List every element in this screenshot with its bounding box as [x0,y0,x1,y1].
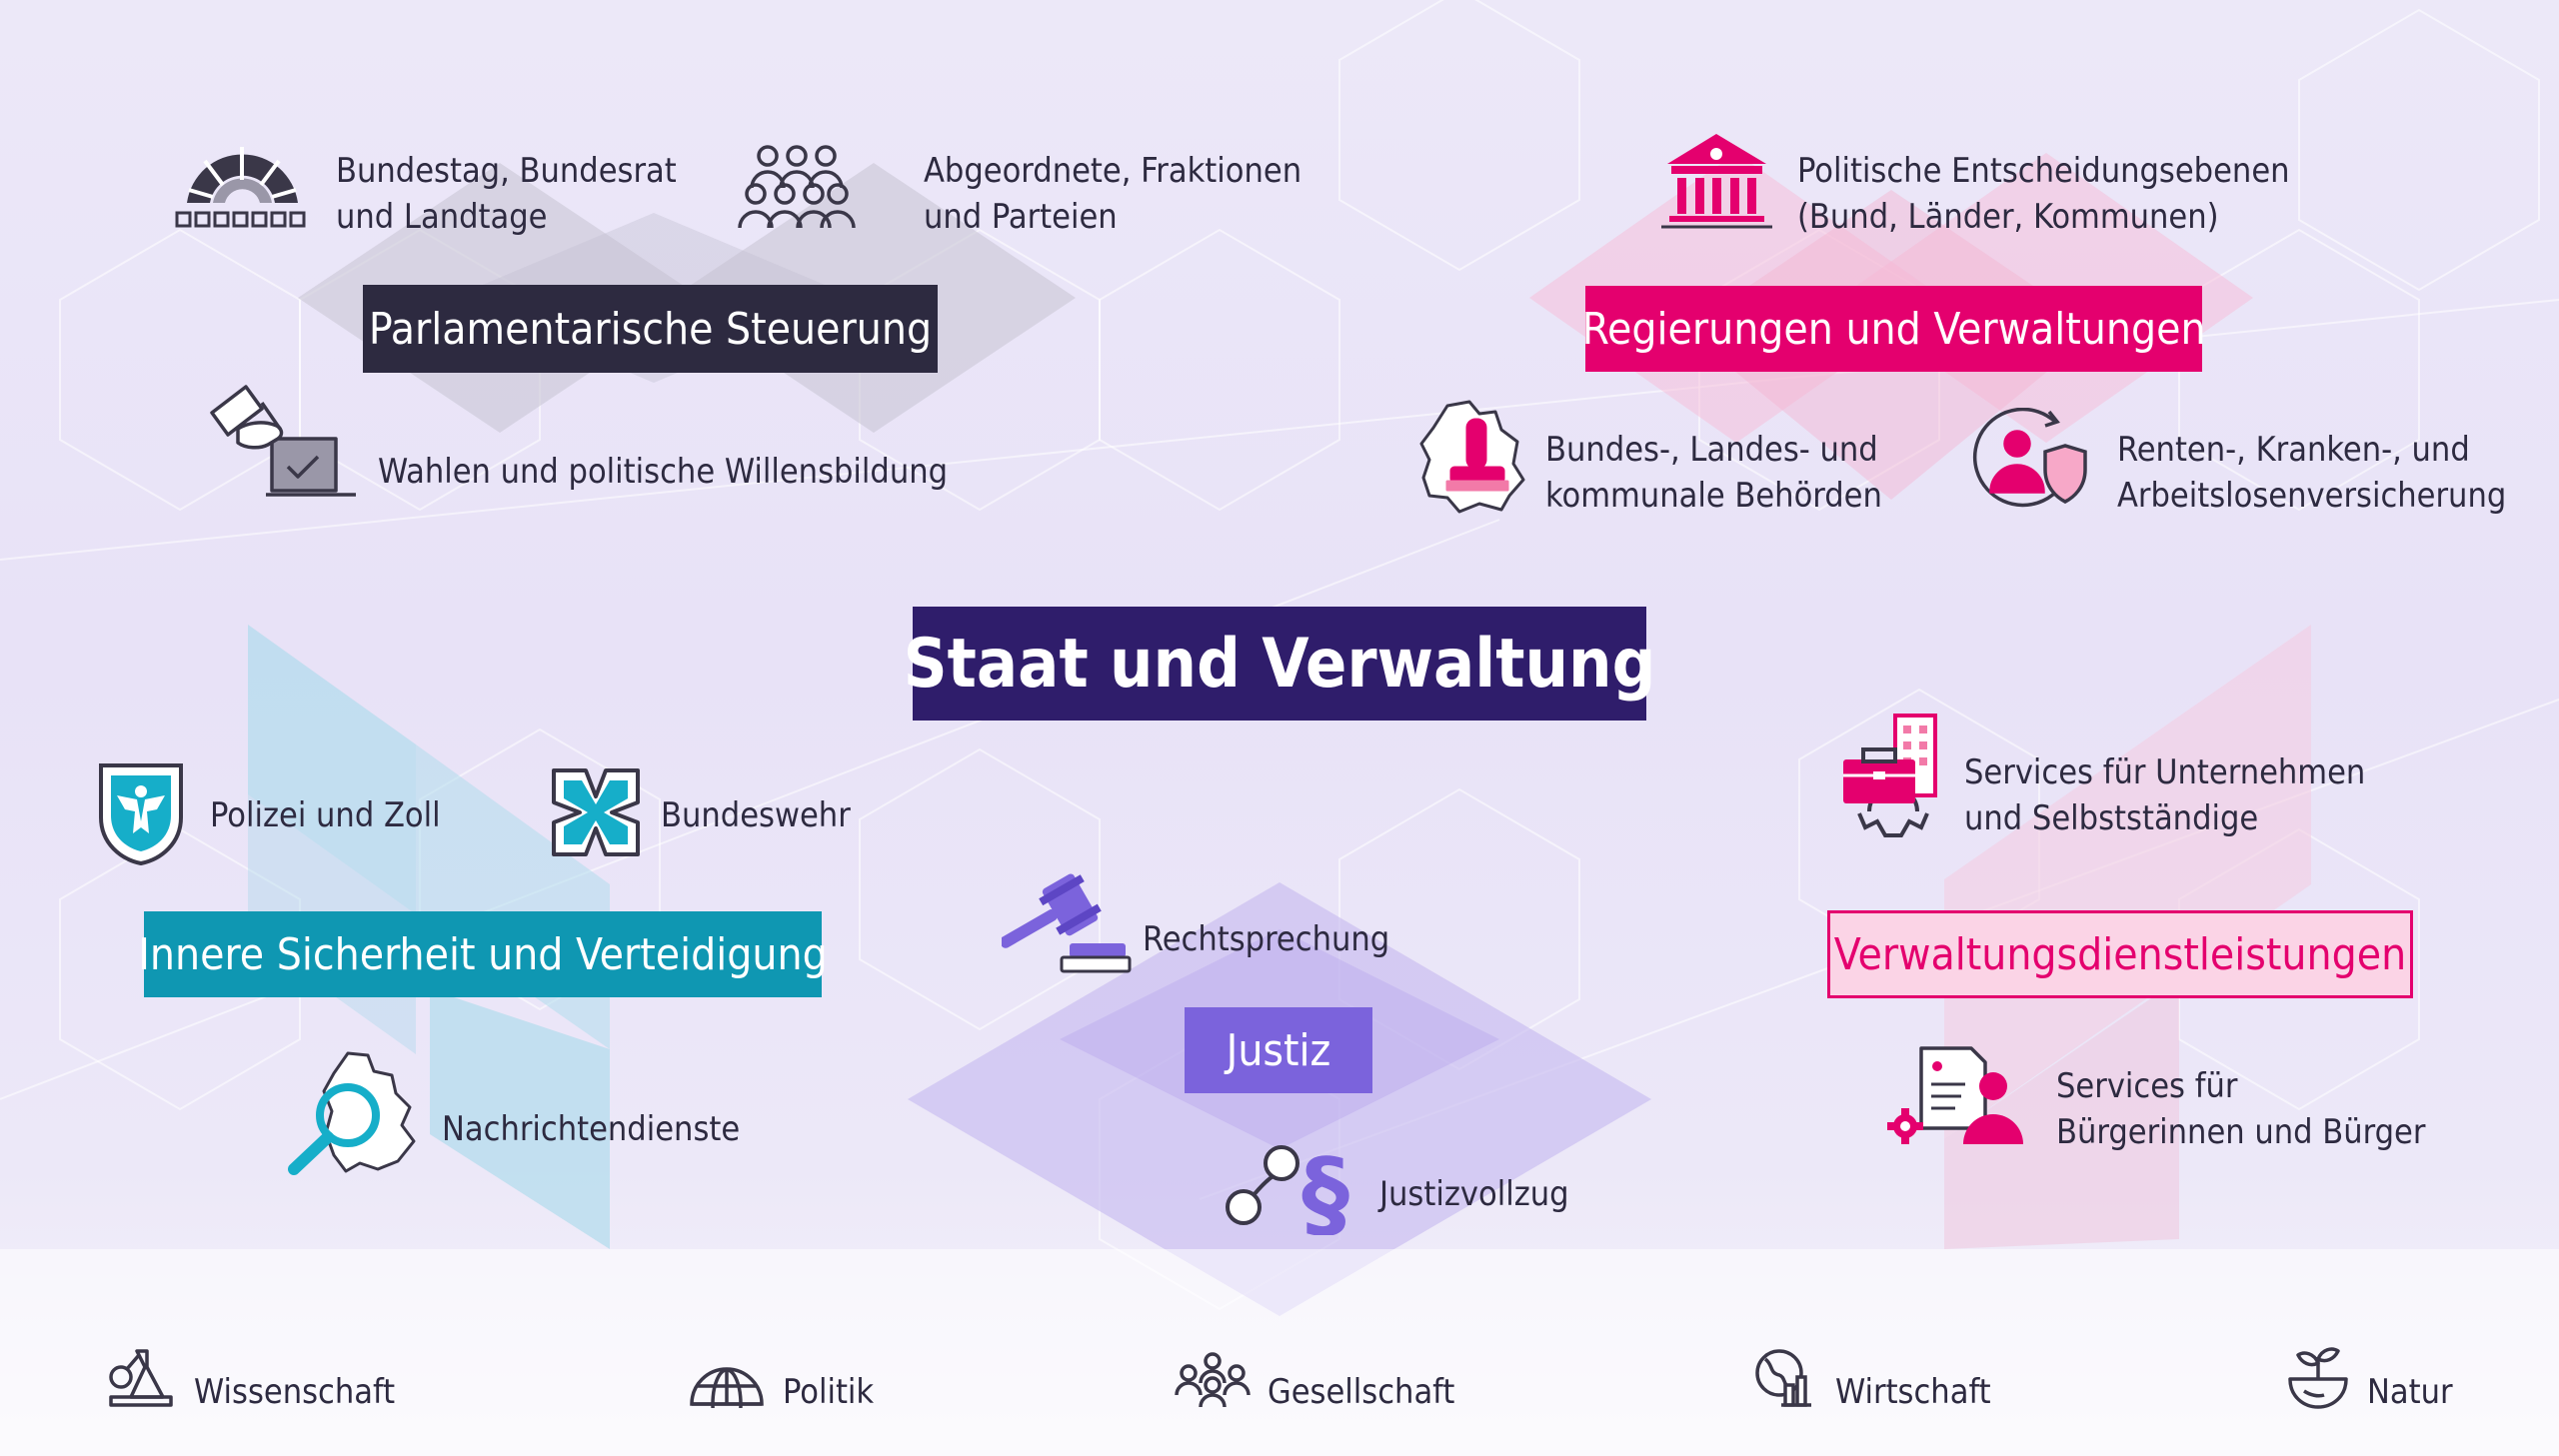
citizen-document-icon [1881,1044,2031,1149]
footer-wissenschaft[interactable]: Wissenschaft [194,1372,396,1412]
item-polizei: Polizei und Zoll [210,795,441,835]
item-justizvollzug: Justizvollzug [1379,1174,1569,1214]
item-entscheidungsebenen: Politische Entscheidungsebenen(Bund, Län… [1797,151,2290,237]
center-title: Staat und Verwaltung [904,607,1655,721]
item-rechtsprechung: Rechtsprechung [1143,919,1390,959]
germany-stamp-icon [1417,400,1527,515]
iron-cross-icon [550,766,642,858]
people-icon[interactable] [1175,1351,1251,1407]
item-nachrichtendienste: Nachrichtendienste [442,1109,741,1149]
police-eagle-shield-icon [97,761,185,866]
government-building-icon [1659,130,1774,230]
group-label-sicherheit: Innere Sicherheit und Verteidigung [138,911,828,997]
plant-hand-icon[interactable] [2286,1345,2350,1409]
magnifier-map-icon [282,1049,428,1177]
item-bundeswehr: Bundeswehr [661,795,851,835]
social-insurance-shield-icon [1969,408,2089,513]
group-label-regierung: Regierungen und Verwaltungen [1581,286,2206,372]
group-label-parlament: Parlamentarische Steuerung [363,285,938,373]
footer-natur[interactable]: Natur [2367,1372,2453,1412]
svg-text:§: § [1301,1138,1349,1235]
footer-wirtschaft[interactable]: Wirtschaft [1835,1372,1991,1412]
item-wahlen: Wahlen und politische Willensbildung [378,452,949,492]
globe-icon[interactable] [688,1356,766,1408]
gavel-icon [1002,867,1132,977]
group-label-verwaltung: Verwaltungsdienstleistungen [1827,910,2413,998]
footer-politik[interactable]: Politik [783,1372,875,1412]
group-of-people-icon [738,142,856,230]
ballot-box-icon [208,383,358,501]
group-label-justiz: Justiz [1185,1007,1372,1093]
footer-gesellschaft[interactable]: Gesellschaft [1268,1372,1455,1412]
briefcase-building-icon [1839,712,1949,846]
science-lab-icon[interactable] [107,1347,175,1407]
plenary-hall-icon [175,135,310,230]
handcuffs-paragraph-icon: § [1222,1135,1361,1235]
economy-globe-chart-icon[interactable] [1751,1347,1815,1409]
